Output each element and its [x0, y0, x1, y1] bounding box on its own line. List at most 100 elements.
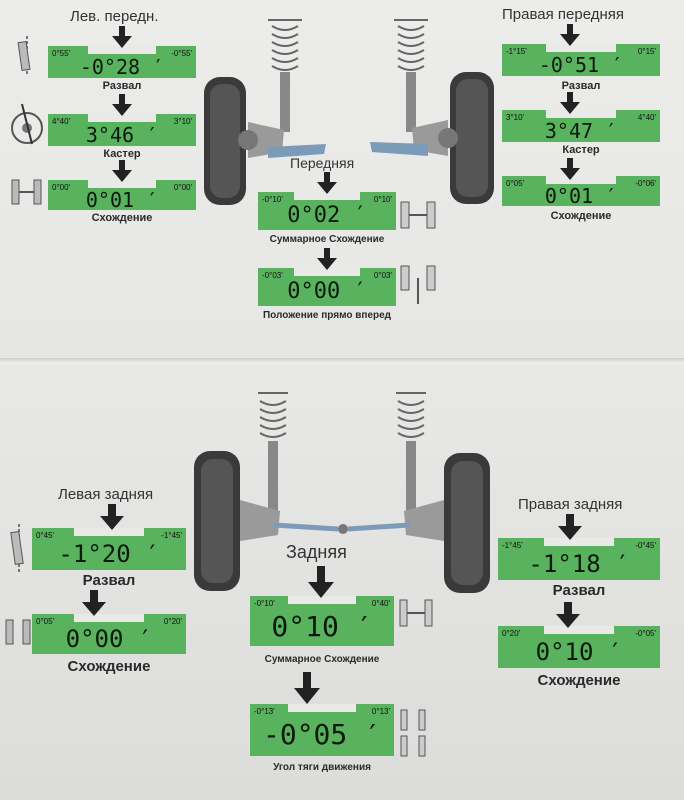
rear-left-title: Левая задняя [58, 486, 154, 503]
down-arrow-icon [560, 158, 580, 180]
front-suspension-icon [204, 19, 494, 205]
front-right-toe-gauge: 0°05' -0°06' 0°01 ′ [502, 176, 660, 208]
thrust-icon [400, 709, 426, 757]
gauge-min: 4°40' [52, 117, 71, 126]
front-left-title: Лев. передн. [70, 8, 159, 25]
gauge-min: 0°45' [36, 531, 55, 540]
gauge-value: -1°18 ′ [528, 550, 630, 578]
front-left-caster-gauge: 4°40' 3°10' 3°46 ′ [48, 114, 196, 147]
gauge-min: 3°10' [506, 113, 525, 122]
rear-total-toe-gauge: -0°10' 0°40' 0°10 ′ [250, 596, 394, 646]
down-arrow-icon [317, 172, 337, 194]
gauge-max: 0°10' [373, 195, 392, 204]
gauge-value: 0°01 ′ [544, 184, 618, 208]
gauge-max: 3°10' [173, 117, 192, 126]
axle-toe-icon [399, 599, 433, 627]
down-arrow-icon [560, 24, 580, 46]
gauge-max: -0°06' [635, 179, 656, 188]
down-arrow-icon [294, 672, 320, 704]
gauge-label: Кастер [103, 148, 141, 160]
gauge-min: 0°20' [502, 629, 521, 638]
down-arrow-icon [317, 248, 337, 270]
down-arrow-icon [112, 26, 132, 48]
front-left-toe-gauge: 0°00' 0°00' 0°01 ′ [48, 180, 196, 212]
rear-right-camber-gauge: -1°45' -0°45' -1°18 ′ [498, 538, 660, 580]
gauge-max: -0°05' [635, 629, 656, 638]
gauge-label: Суммарное Схождение [269, 234, 385, 245]
front-left-camber-gauge: 0°55' -0°55' -0°28 ′ [48, 46, 196, 79]
gauge-min: -1°15' [506, 47, 527, 56]
gauge-value: -0°51 ′ [538, 53, 624, 77]
gauge-max: 0°03' [373, 271, 392, 280]
gauge-max: -0°55' [171, 49, 192, 58]
toe-wheel-icon [11, 179, 42, 205]
front-total-toe-gauge: -0°10' 0°10' 0°02 ′ [258, 192, 396, 230]
gauge-label: Развал [102, 80, 142, 92]
gauge-label: Развал [552, 582, 606, 599]
gauge-value: 0°10 ′ [535, 638, 623, 666]
gauge-value: 3°46 ′ [85, 123, 159, 147]
gauge-max: -0°45' [635, 541, 656, 550]
gauge-label: Схождение [537, 672, 621, 689]
camber-wheel-icon [10, 524, 24, 572]
gauge-value: -0°28 ′ [79, 55, 165, 79]
gauge-min: -0°10' [262, 195, 283, 204]
down-arrow-icon [82, 590, 106, 616]
down-arrow-icon [558, 514, 582, 540]
gauge-max: 0°15' [637, 47, 656, 56]
gauge-min: 0°55' [52, 49, 71, 58]
rear-heading: Задняя [286, 542, 347, 562]
front-straight-ahead-gauge: -0°03' 0°03' 0°00 ′ [258, 268, 396, 306]
steering-icon [400, 265, 436, 304]
gauge-max: 0°20' [163, 617, 182, 626]
rear-right-title: Правая задняя [518, 496, 623, 513]
caster-wheel-icon [11, 103, 43, 145]
gauge-label: Развал [82, 572, 136, 589]
down-arrow-icon [112, 94, 132, 116]
gauge-min: 0°00' [52, 183, 71, 192]
gauge-label: Кастер [562, 144, 600, 156]
rear-right-toe-gauge: 0°20' -0°05' 0°10 ′ [498, 626, 660, 668]
gauge-min: -0°03' [262, 271, 283, 280]
gauge-label: Угол тяги движения [273, 762, 371, 773]
gauge-min: 0°05' [36, 617, 55, 626]
camber-wheel-icon [17, 36, 31, 74]
gauge-value: 0°02 ′ [287, 203, 367, 228]
gauge-min: -0°13' [254, 707, 275, 716]
gauge-max: 0°13' [371, 707, 390, 716]
gauge-label: Суммарное Схождение [264, 654, 380, 665]
gauge-label: Положение прямо вперед [262, 310, 392, 321]
rear-thrust-angle-gauge: -0°13' 0°13' -0°05 ′ [250, 704, 394, 756]
gauge-min: -1°45' [502, 541, 523, 550]
gauge-value: 0°10 ′ [271, 610, 373, 643]
gauge-max: -1°45' [161, 531, 182, 540]
down-arrow-icon [560, 92, 580, 114]
front-right-title: Правая передняя [502, 6, 624, 23]
gauge-value: -1°20 ′ [58, 540, 160, 568]
gauge-value: 0°00 ′ [65, 625, 153, 653]
front-right-caster-gauge: 3°10' 4°40' 3°47 ′ [502, 110, 660, 143]
gauge-label: Схождение [550, 210, 612, 222]
gauge-label: Схождение [67, 658, 151, 675]
front-heading: Передняя [290, 155, 355, 171]
gauge-label: Схождение [91, 212, 153, 224]
rear-left-toe-gauge: 0°05' 0°20' 0°00 ′ [32, 614, 186, 654]
gauge-min: -0°10' [254, 599, 275, 608]
down-arrow-icon [100, 504, 124, 530]
gauge-min: 0°05' [506, 179, 525, 188]
rear-suspension-icon [194, 392, 490, 593]
gauge-value: 0°00 ′ [287, 279, 367, 304]
gauge-max: 4°40' [637, 113, 656, 122]
front-right-camber-gauge: -1°15' 0°15' -0°51 ′ [502, 44, 660, 77]
paper-fold [0, 358, 684, 364]
gauge-label: Развал [561, 80, 601, 92]
rear-left-camber-gauge: 0°45' -1°45' -1°20 ′ [32, 528, 186, 570]
gauge-max: 0°00' [173, 183, 192, 192]
axle-toe-icon [400, 201, 436, 229]
gauge-value: 3°47 ′ [544, 119, 618, 143]
gauge-max: 0°40' [371, 599, 390, 608]
gauge-value: 0°01 ′ [85, 188, 159, 212]
down-arrow-icon [308, 566, 334, 598]
gauge-value: -0°05 ′ [262, 718, 381, 751]
down-arrow-icon [112, 160, 132, 182]
